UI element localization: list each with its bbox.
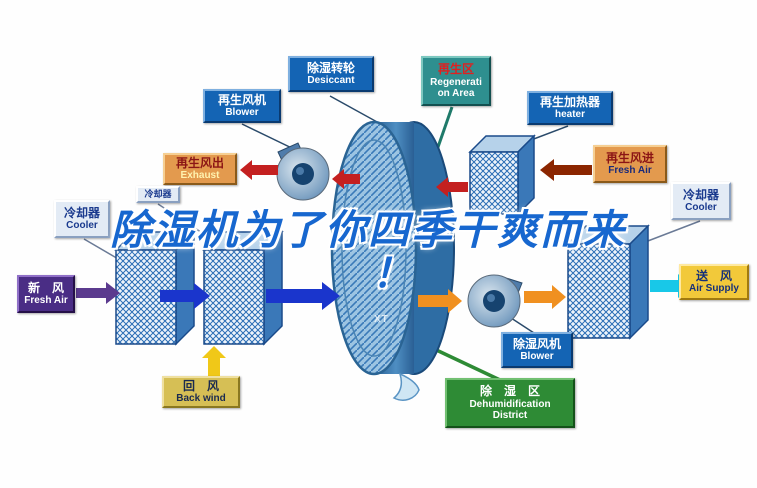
heater-box [468,134,536,216]
regen-blower-fan [276,142,330,201]
leader-dehum-district [429,345,501,382]
leader-cooler-mid [157,203,211,239]
rotor-rim-ring [341,139,407,357]
label-regen-blower-zh: 再生风机 [217,93,266,108]
desiccant-rotor [330,120,455,401]
exhaust-arrow [240,160,278,180]
dehum-blower-fan [467,274,523,328]
label-regeneration-area: 再生区 Regenerati on Area [421,56,491,106]
label-dehum-district-en2: District [492,410,528,422]
cooler-box-right [566,224,650,340]
label-desiccant-zh: 除湿转轮 [306,61,355,76]
label-dehum-blower-en: Blower [520,351,554,363]
label-regen-heater-en: heater [554,109,585,121]
label-cooler-right-zh: 冷却器 [682,188,719,203]
regen-blower-hub [292,163,314,185]
label-regen-heater: 再生加热器 heater [527,91,613,125]
cooler-box-right-front [567,243,631,339]
label-fresh-air-en: Fresh Air [24,295,68,307]
label-cooler-mid-zh: 冷却器 [144,189,172,200]
label-regeneration-zh: 再生区 [437,62,474,77]
label-fresh-air-zh: 新 风 [27,281,64,296]
label-regen-fresh-air-en: Fresh Air [608,165,652,177]
fresh-air-inlet-arrow [76,282,120,304]
label-exhaust: 再生风出 Exhaust [163,153,237,185]
return-air-arrow [202,346,226,377]
label-back-wind-zh: 回 风 [182,379,219,394]
heater-to-rotor-arrow [436,177,468,197]
label-dehum-district: 除 湿 区 Dehumidification District [445,378,575,428]
rotor-to-blower-arrow [332,169,360,189]
label-desiccant: 除湿转轮 Desiccant [288,56,374,92]
label-air-supply: 送 风 Air Supply [679,264,749,300]
cooler-box-right-side [629,224,649,340]
label-dehum-district-en1: Dehumidification [469,398,551,410]
label-regeneration-en1: Regenerati [430,76,482,88]
cooler-box-mid-front [203,249,265,345]
label-desiccant-en: Desiccant [307,75,355,87]
label-dehum-blower: 除湿风机 Blower [501,332,573,368]
label-cooler-left-zh: 冷却器 [63,206,100,221]
label-exhaust-zh: 再生风出 [175,156,224,171]
label-cooler-right-en: Cooler [685,202,717,214]
cooler-box-mid [202,230,284,346]
label-back-wind: 回 风 Back wind [162,376,240,408]
process-air-arrow-2 [266,282,340,310]
label-regen-heater-zh: 再生加热器 [539,95,600,110]
label-cooler-left-en: Cooler [66,220,98,232]
blower-to-cooler-arrow [524,285,566,309]
dehum-blower-hub-highlight [487,294,495,302]
rotor-front-face [330,120,418,376]
label-cooler-mid: 冷却器 [136,186,180,203]
regen-blower-hub-highlight [296,167,304,175]
small-watermark: XT [374,314,389,325]
label-dehum-district-zh: 除 湿 区 [479,384,540,399]
label-fresh-air: 新 风 Fresh Air [17,275,75,313]
cooler-box-mid-side [263,230,283,346]
regen-fresh-air-arrow [540,159,592,181]
heater-box-front [469,151,519,215]
label-dehum-blower-zh: 除湿风机 [512,337,561,352]
label-regen-blower-en: Blower [225,107,259,119]
label-back-wind-en: Back wind [176,393,226,405]
label-regeneration-en2: on Area [437,88,475,100]
cooler-box-left-side [175,230,195,346]
label-regen-fresh-air-zh: 再生风进 [605,151,654,166]
label-regen-fresh-air: 再生风进 Fresh Air [593,145,667,183]
label-cooler-left: 冷却器 Cooler [54,200,110,238]
label-air-supply-zh: 送 风 [695,269,732,284]
rotor-to-dehum-blower-arrow [418,289,462,313]
cooler-box-left [114,230,196,346]
leader-cooler-left [83,238,121,261]
process-air-arrow-1 [160,283,210,309]
leader-cooler-right [639,220,701,245]
dehum-blower-hub [483,290,505,312]
label-regen-blower: 再生风机 Blower [203,89,281,123]
label-air-supply-en: Air Supply [688,283,739,295]
label-exhaust-en: Exhaust [180,170,220,182]
rotor-ribbon [392,372,420,401]
label-cooler-right: 冷却器 Cooler [671,182,731,220]
